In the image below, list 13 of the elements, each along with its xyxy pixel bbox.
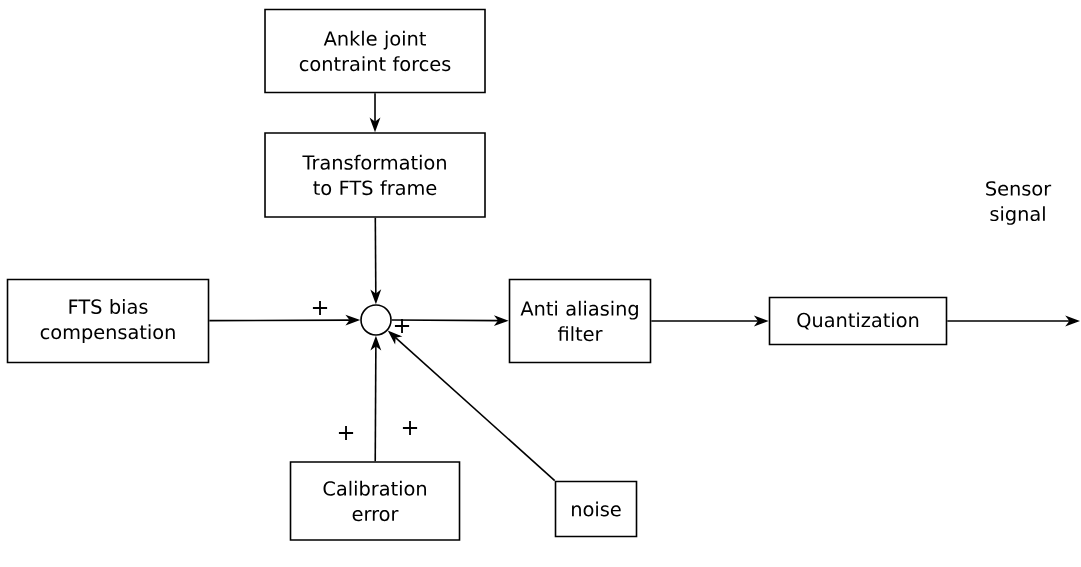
process-box: noise — [554, 480, 638, 538]
summing-junction — [360, 304, 392, 336]
process-box: Quantization — [768, 296, 948, 346]
process-box: Transformation to FTS frame — [264, 132, 486, 218]
process-box: Calibration error — [289, 461, 461, 541]
sign-label: + — [402, 420, 418, 436]
edge-label: Sensor signal — [986, 181, 1052, 225]
process-box: Ankle joint contraint forces — [264, 8, 486, 94]
sign-label: + — [312, 300, 328, 316]
process-box: Anti aliasing filter — [508, 278, 652, 364]
sign-label: + — [394, 318, 410, 334]
process-box: FTS bias compensation — [6, 278, 210, 364]
sign-label: + — [338, 425, 354, 441]
